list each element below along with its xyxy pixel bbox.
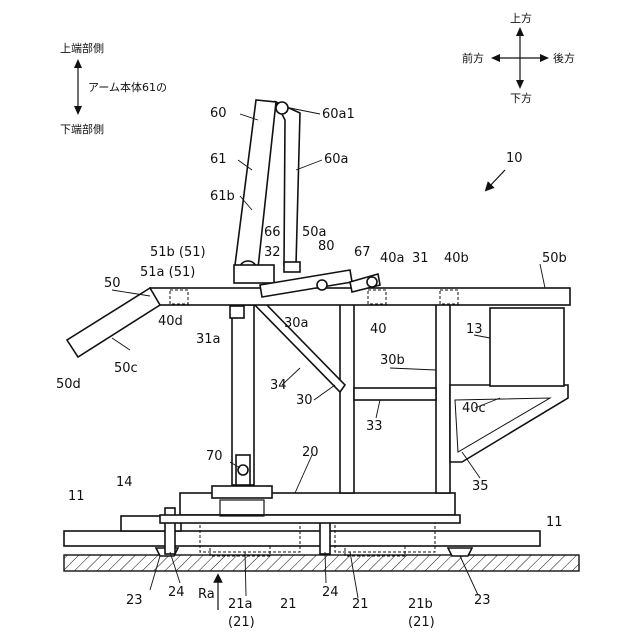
- ramp-50c: [67, 288, 160, 357]
- label-32: 32: [264, 245, 281, 260]
- label-50d: 50d: [56, 377, 81, 392]
- label-51a: 51a (51): [140, 265, 195, 280]
- arm-61: [235, 100, 276, 268]
- box-13: [490, 308, 564, 386]
- label-30: 30: [296, 393, 313, 408]
- compass-up-label: 上方: [510, 11, 532, 25]
- compass-down-label: 下方: [510, 91, 532, 105]
- label-80: 80: [318, 239, 335, 254]
- label-35: 35: [472, 479, 489, 494]
- label-30b: 30b: [380, 353, 405, 368]
- label-40a: 40a: [380, 251, 405, 266]
- label-50a: 50a: [302, 225, 327, 240]
- label-40c: 40c: [462, 401, 486, 416]
- arm-axis-upper-label: 上端部側: [60, 41, 104, 55]
- label-67: 67: [354, 245, 371, 260]
- label-Ra: Ra: [198, 587, 215, 602]
- label-31a: 31a: [196, 332, 221, 347]
- label-50b: 50b: [542, 251, 567, 266]
- label-21a-paren: (21): [228, 615, 255, 630]
- label-31: 31: [412, 251, 429, 266]
- compass-back-label: 後方: [553, 51, 575, 65]
- orientation-compass: 上方 下方 前方 後方: [462, 11, 575, 105]
- label-11-right: 11: [546, 515, 563, 530]
- label-40: 40: [370, 322, 387, 337]
- rail-plate: [64, 531, 540, 546]
- label-21a: 21a: [228, 597, 253, 612]
- label-13: 13: [466, 322, 483, 337]
- compass-front-label: 前方: [462, 51, 484, 65]
- label-21-second: 21: [352, 597, 369, 612]
- brace-34: [250, 300, 345, 392]
- label-61b: 61b: [210, 189, 235, 204]
- label-21b-paren: (21): [408, 615, 435, 630]
- label-24-left: 24: [168, 585, 185, 600]
- label-50c: 50c: [114, 361, 138, 376]
- label-70: 70: [206, 449, 223, 464]
- label-51b: 51b (51): [150, 245, 206, 260]
- label-33: 33: [366, 419, 383, 434]
- label-23-left: 23: [126, 593, 143, 608]
- label-11-left: 11: [68, 489, 85, 504]
- foot-23-right: [448, 548, 472, 556]
- label-61: 61: [210, 152, 227, 167]
- label-60a1: 60a1: [322, 107, 355, 122]
- label-66: 66: [264, 225, 281, 240]
- arm-60a: [276, 102, 300, 265]
- crossbar-33: [354, 388, 436, 400]
- label-30a: 30a: [284, 316, 309, 331]
- label-23-right: 23: [474, 593, 491, 608]
- arm-axis-indicator: 上端部側 アーム本体61の 下端部側: [60, 41, 167, 136]
- label-20: 20: [302, 445, 319, 460]
- label-40d: 40d: [158, 314, 183, 329]
- label-34: 34: [270, 378, 287, 393]
- clamp-unit: [212, 486, 272, 498]
- label-21: 21: [280, 597, 297, 612]
- label-14: 14: [116, 475, 133, 490]
- arm-axis-caption: アーム本体61の: [88, 80, 167, 94]
- label-21b: 21b: [408, 597, 433, 612]
- label-10: 10: [506, 151, 523, 166]
- label-60: 60: [210, 106, 227, 121]
- label-40b: 40b: [444, 251, 469, 266]
- label-60a: 60a: [324, 152, 349, 167]
- arm-axis-lower-label: 下端部側: [60, 122, 104, 136]
- base-plate: [160, 515, 460, 523]
- floor: [64, 555, 579, 571]
- label-50: 50: [104, 276, 121, 291]
- label-24-right: 24: [322, 585, 339, 600]
